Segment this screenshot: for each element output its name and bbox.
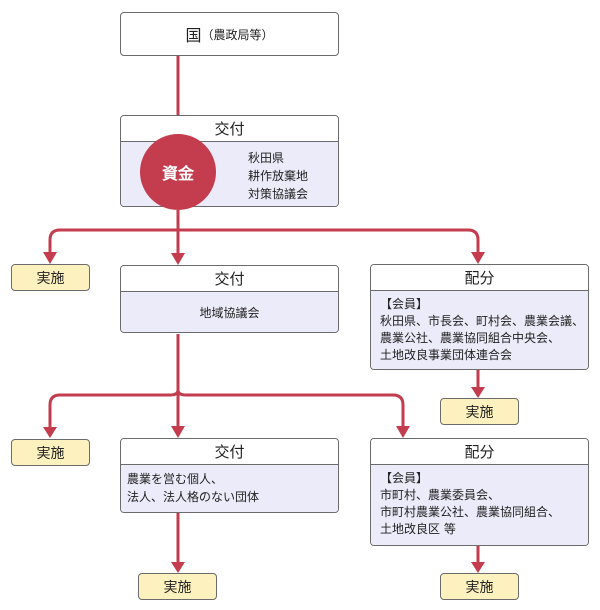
jishi-box: 実施 — [440, 398, 519, 425]
member-line: 土地改良区 等 — [380, 522, 456, 536]
top-node-sub: （農政局等） — [201, 27, 274, 42]
level2-center-header: 交付 — [121, 266, 338, 292]
level3-center-header: 交付 — [121, 439, 338, 465]
arrowhead-jishi-right-2 — [471, 387, 485, 398]
level2-center-node: 交付 地域協議会 — [120, 265, 339, 333]
arrow-level1-branch-left — [48, 228, 178, 255]
jishi-box: 実施 — [440, 573, 519, 600]
arrowhead-right-3 — [396, 426, 410, 438]
level2-center-body: 地域協議会 — [121, 292, 338, 332]
arrow-level2-branch-right — [176, 389, 405, 429]
top-node-main: 国 — [185, 26, 202, 45]
level3-center-node: 交付 農業を営む個人、 法人、法人格のない団体 — [120, 438, 339, 513]
member-line: 土地改良事業団体連合会 — [380, 348, 513, 362]
level3-center-body: 農業を営む個人、 法人、法人格のない団体 — [121, 465, 338, 512]
arrowhead-center-2 — [171, 253, 185, 265]
arrowhead-center-3 — [171, 426, 185, 438]
level3-right-node: 配分 【会員】 市町村、農業委員会、 市町村農業公社、農業協同組合、 土地改良区… — [370, 438, 589, 546]
level1-org-line: 耕作放棄地 — [248, 169, 309, 183]
member-line: 農業公社、農業協同組合中央会、 — [380, 331, 561, 345]
level1-header: 交付 — [121, 116, 338, 142]
member-line: 秋田県、市長会、町村会、農業会議、 — [380, 314, 585, 328]
arrow-level2-branch-left — [48, 389, 180, 430]
level1-org-line: 秋田県 — [248, 151, 285, 165]
level2-right-header: 配分 — [371, 265, 588, 291]
level1-org-line: 対策協議会 — [248, 187, 309, 201]
arrowhead-right-2 — [471, 252, 485, 264]
level2-right-body: 【会員】 秋田県、市長会、町村会、農業会議、 農業公社、農業協同組合中央会、 土… — [371, 291, 588, 369]
arrowhead-jishi-center-4 — [171, 562, 185, 573]
arrowhead-jishi-left-3 — [43, 427, 57, 438]
jishi-box: 実施 — [138, 573, 217, 600]
arrowhead-jishi-right-4 — [471, 562, 485, 573]
top-node-kuni: 国（農政局等） — [120, 12, 339, 56]
shikin-circle: 資金 — [140, 134, 216, 210]
recipient-line: 法人、法人格のない団体 — [127, 490, 260, 504]
level3-right-body: 【会員】 市町村、農業委員会、 市町村農業公社、農業協同組合、 土地改良区 等 — [371, 465, 588, 545]
member-line: 【会員】 — [380, 471, 429, 485]
member-line: 市町村、農業委員会、 — [380, 488, 501, 502]
jishi-box: 実施 — [11, 264, 90, 291]
level2-right-node: 配分 【会員】 秋田県、市長会、町村会、農業会議、 農業公社、農業協同組合中央会… — [370, 264, 589, 370]
member-line: 【会員】 — [380, 297, 429, 311]
level3-right-header: 配分 — [371, 439, 588, 465]
recipient-line: 農業を営む個人、 — [127, 472, 224, 486]
jishi-box: 実施 — [11, 439, 90, 466]
arrowhead-jishi-left-1 — [43, 252, 57, 264]
arrow-level1-branch-right — [178, 228, 480, 255]
level2-center-text: 地域協議会 — [199, 306, 260, 320]
member-line: 市町村農業公社、農業協同組合、 — [380, 505, 561, 519]
